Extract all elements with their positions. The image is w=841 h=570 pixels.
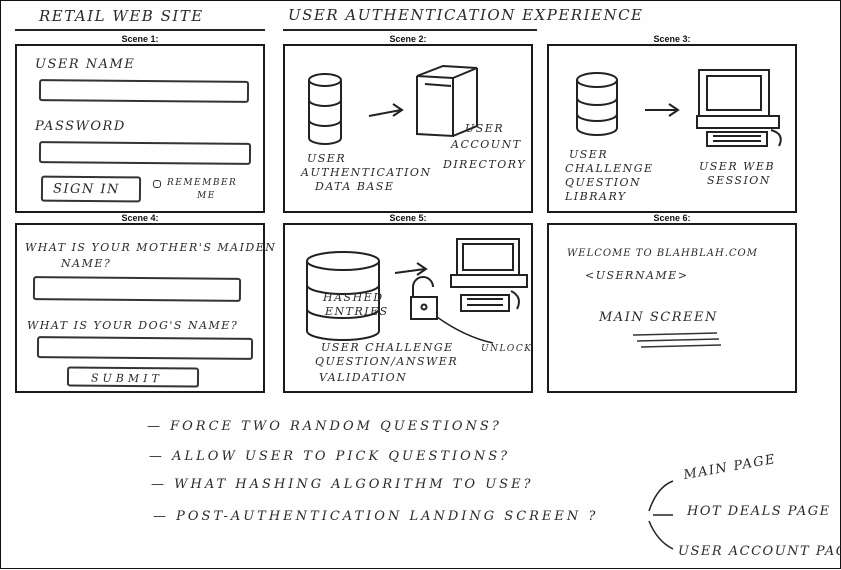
arrow-right-icon bbox=[645, 103, 680, 117]
scene-1-label: Scene 1: bbox=[121, 34, 159, 44]
computer-monitor-icon bbox=[696, 69, 782, 147]
scene-3-label: Scene 3: bbox=[653, 34, 691, 44]
auth-db-label-3: Data Base bbox=[315, 180, 395, 193]
scene-5-label: Scene 5: bbox=[389, 213, 427, 223]
question-2-label: What is your Dog's Name? bbox=[27, 319, 239, 332]
scene-6-scribble bbox=[632, 332, 722, 348]
remember-label-1: Remember bbox=[167, 178, 238, 188]
database-icon bbox=[308, 73, 342, 145]
question-2-input[interactable] bbox=[36, 336, 254, 360]
scene-6-label: Scene 6: bbox=[653, 213, 691, 223]
computer-icon bbox=[450, 238, 528, 312]
main-screen-label: Main Screen bbox=[599, 310, 718, 325]
padlock-icon bbox=[410, 276, 438, 320]
library-label-1: User bbox=[569, 148, 609, 161]
arrow-right-icon bbox=[394, 262, 428, 276]
scene-2-db-directory: User Authentication Data Base User Accou… bbox=[283, 44, 533, 213]
submit-button[interactable]: Submit bbox=[66, 366, 200, 388]
validation-label-1: User Challenge bbox=[321, 341, 454, 354]
scene-4-label: Scene 4: bbox=[121, 213, 159, 223]
scene-2-drawing bbox=[308, 64, 478, 145]
sign-in-label: Sign In bbox=[52, 181, 121, 198]
server-directory-icon bbox=[416, 64, 478, 138]
username-placeholder: <Username> bbox=[585, 269, 689, 282]
retail-site-title: Retail Web Site bbox=[39, 7, 204, 25]
branch-to-main-page bbox=[648, 480, 674, 512]
password-input[interactable] bbox=[38, 141, 252, 165]
submit-label: Submit bbox=[90, 371, 163, 386]
scene-2-label: Scene 2: bbox=[389, 34, 427, 44]
hashed-label-2: Entries bbox=[325, 305, 389, 318]
directory-label-3: Directory bbox=[443, 158, 526, 171]
note-pick-questions: — Allow user to pick questions? bbox=[149, 449, 511, 464]
branch-to-user-account bbox=[648, 520, 674, 550]
question-1-input[interactable] bbox=[32, 276, 242, 302]
scene-5-drawing bbox=[306, 238, 528, 344]
note-hashing-algorithm: — What hashing algorithm to use? bbox=[151, 477, 534, 492]
title-underline-right bbox=[283, 29, 537, 31]
remember-me-checkbox[interactable] bbox=[152, 179, 162, 189]
question-1-label-cont: Name? bbox=[61, 257, 112, 270]
auth-db-label-1: User bbox=[307, 152, 347, 165]
directory-label-1: User bbox=[465, 122, 505, 135]
scene-6-main-screen: Welcome to BlahBlah.com <Username> Main … bbox=[547, 223, 797, 393]
session-label-2: Session bbox=[707, 174, 771, 187]
note-random-questions: — Force two random questions? bbox=[147, 419, 502, 434]
welcome-text: Welcome to BlahBlah.com bbox=[567, 248, 758, 259]
directory-label-2: Account bbox=[451, 138, 522, 151]
scene-3-library-session: User Challenge Question Library User Web… bbox=[547, 44, 797, 213]
title-underline-left bbox=[15, 29, 265, 31]
library-label-4: Library bbox=[565, 190, 627, 203]
username-label: User Name bbox=[35, 57, 136, 72]
option-hot-deals-page: Hot deals Page bbox=[687, 504, 831, 519]
note-landing-screen: — Post-authentication landing screen ? bbox=[153, 509, 599, 524]
scene-3-drawing bbox=[576, 69, 782, 147]
session-label-1: User Web bbox=[699, 160, 776, 173]
unlock-connector bbox=[436, 316, 494, 344]
scene-4-challenge-form: What is your Mother's Maiden Name? What … bbox=[15, 223, 275, 393]
unlock-label: Unlock bbox=[481, 344, 533, 354]
arrow-right-icon bbox=[368, 103, 404, 117]
remember-label-2: Me bbox=[197, 191, 216, 201]
scene-1-login: User Name Password Sign In Remember Me bbox=[15, 44, 265, 213]
hashed-database-icon bbox=[306, 251, 380, 341]
library-label-2: Challenge bbox=[565, 162, 654, 175]
validation-label-3: Validation bbox=[319, 371, 408, 384]
auth-db-label-2: Authentication bbox=[301, 166, 432, 179]
password-label: Password bbox=[35, 119, 126, 134]
username-input[interactable] bbox=[38, 79, 250, 103]
scene-5-validation: Hashed Entries User Challenge Question/A… bbox=[283, 223, 533, 393]
hashed-label-1: Hashed bbox=[323, 291, 384, 304]
sign-in-button[interactable]: Sign In bbox=[40, 175, 142, 203]
library-label-3: Question bbox=[565, 176, 642, 189]
validation-label-2: Question/Answer bbox=[315, 355, 459, 368]
question-1-label: What is your Mother's Maiden bbox=[25, 241, 277, 254]
content-scribble-icon bbox=[632, 332, 722, 348]
option-main-page: Main page bbox=[682, 451, 778, 484]
option-user-account-page: User Account Page bbox=[678, 544, 841, 559]
question-library-icon bbox=[576, 72, 618, 136]
auth-experience-title: User Authentication Experience bbox=[288, 6, 644, 24]
